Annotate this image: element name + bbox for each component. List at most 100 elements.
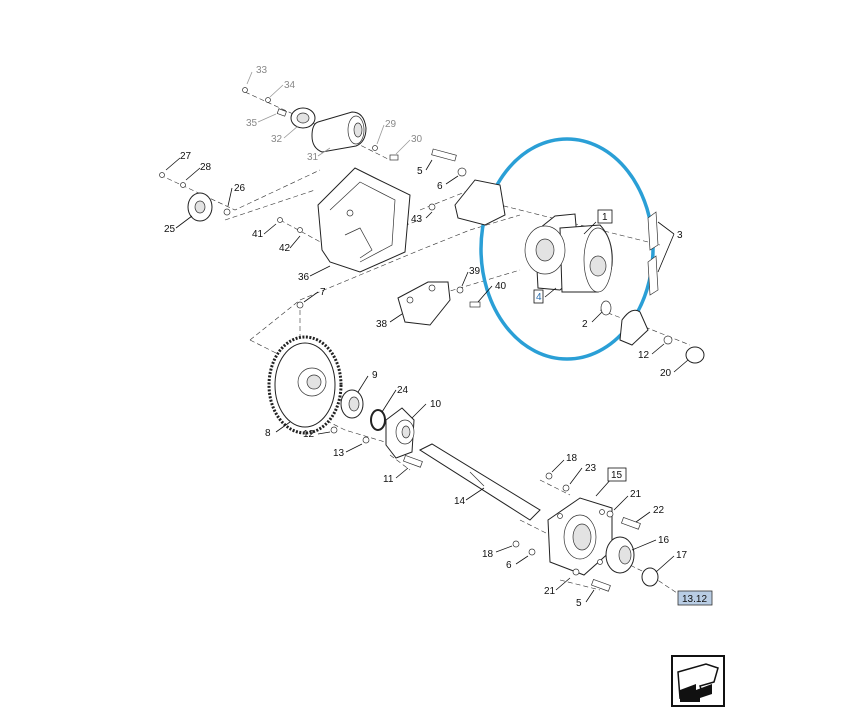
- part-3-plate-b[interactable]: [647, 255, 659, 296]
- label-3[interactable]: 3: [677, 230, 683, 241]
- label-38[interactable]: 38: [376, 319, 388, 330]
- label-35[interactable]: 35: [246, 118, 258, 129]
- label-41[interactable]: 41: [252, 229, 264, 240]
- label-1-box: [597, 209, 613, 224]
- part-43-pin[interactable]: [428, 203, 436, 211]
- label-43[interactable]: 43: [411, 214, 423, 225]
- part-38-bracket[interactable]: [397, 281, 451, 326]
- label-7[interactable]: 7: [320, 287, 326, 298]
- part-39-washer[interactable]: [456, 286, 464, 294]
- label-36[interactable]: 36: [298, 272, 310, 283]
- part-28-washer[interactable]: [180, 182, 186, 188]
- label-6-lower[interactable]: 6: [506, 560, 512, 571]
- label-23[interactable]: 23: [585, 463, 597, 474]
- label-5-upper[interactable]: 5: [417, 166, 423, 177]
- part-12-washer-right[interactable]: [663, 335, 673, 345]
- part-7-pin[interactable]: [296, 301, 304, 309]
- part-10-housing[interactable]: [385, 407, 415, 459]
- part-33-pin[interactable]: [242, 87, 248, 93]
- part-11-bolt[interactable]: [403, 454, 423, 468]
- reference-tag-box: [677, 590, 713, 606]
- label-8[interactable]: 8: [265, 428, 271, 439]
- label-33[interactable]: 33: [256, 65, 268, 76]
- label-6-upper[interactable]: 6: [437, 181, 443, 192]
- part-34-washer[interactable]: [265, 97, 271, 103]
- part-5-bolt-upper[interactable]: [431, 148, 457, 162]
- part-35-screw[interactable]: [276, 108, 287, 117]
- label-15[interactable]: 15: [611, 470, 623, 481]
- part-22-bolt[interactable]: [621, 516, 641, 530]
- part-13-washer[interactable]: [362, 436, 370, 444]
- part-18-pin-lower[interactable]: [512, 540, 520, 548]
- label-5-lower[interactable]: 5: [576, 598, 582, 609]
- label-20[interactable]: 20: [660, 368, 672, 379]
- part-2-washer[interactable]: [600, 300, 612, 316]
- label-17[interactable]: 17: [676, 550, 688, 561]
- part-32-flange[interactable]: [290, 107, 316, 129]
- page-arrow-icon[interactable]: [671, 655, 725, 707]
- bracket-upper[interactable]: [454, 179, 506, 226]
- part-12-washer-left[interactable]: [330, 426, 338, 434]
- part-6-nut-lower[interactable]: [528, 548, 536, 556]
- label-18-upper[interactable]: 18: [566, 453, 578, 464]
- leader-lines: [165, 71, 689, 603]
- label-13[interactable]: 13: [333, 448, 345, 459]
- label-21-upper[interactable]: 21: [630, 489, 642, 500]
- label-25[interactable]: 25: [164, 224, 176, 235]
- label-2[interactable]: 2: [582, 319, 588, 330]
- part-15-flange-plate[interactable]: [547, 497, 613, 576]
- label-11[interactable]: 11: [383, 474, 394, 485]
- part-26-bolt[interactable]: [223, 208, 231, 216]
- label-39[interactable]: 39: [469, 266, 481, 277]
- part-30-screw[interactable]: [389, 154, 399, 161]
- part-21-washer-lower[interactable]: [572, 568, 580, 576]
- label-15-box: [607, 467, 627, 482]
- label-18-lower[interactable]: 18: [482, 549, 494, 560]
- label-24[interactable]: 24: [397, 385, 409, 396]
- part-23-washer[interactable]: [562, 484, 570, 492]
- label-29[interactable]: 29: [385, 119, 397, 130]
- label-34[interactable]: 34: [284, 80, 296, 91]
- label-30[interactable]: 30: [411, 134, 423, 145]
- label-14[interactable]: 14: [454, 496, 466, 507]
- part-5-bolt-lower[interactable]: [591, 578, 611, 592]
- part-29-pin[interactable]: [372, 145, 378, 151]
- reference-tag[interactable]: 13.12: [682, 594, 707, 605]
- part-17-cap[interactable]: [641, 567, 659, 587]
- label-42[interactable]: 42: [279, 243, 291, 254]
- label-31[interactable]: 31: [307, 152, 319, 163]
- part-20-cap[interactable]: [685, 346, 705, 364]
- label-10[interactable]: 10: [430, 399, 442, 410]
- part-36-cover[interactable]: [317, 167, 411, 273]
- label-16[interactable]: 16: [658, 535, 670, 546]
- label-21-lower[interactable]: 21: [544, 586, 556, 597]
- label-22[interactable]: 22: [653, 505, 665, 516]
- label-28[interactable]: 28: [200, 162, 212, 173]
- part-3-plate-a[interactable]: [647, 211, 659, 251]
- label-27[interactable]: 27: [180, 151, 192, 162]
- part-8-gear[interactable]: [267, 335, 343, 435]
- label-12-left[interactable]: 12: [303, 429, 315, 440]
- part-1-starter-motor[interactable]: [524, 213, 613, 293]
- part-42-washer[interactable]: [297, 227, 303, 233]
- part-24-circlip[interactable]: [370, 409, 386, 431]
- part-6-nut-upper[interactable]: [457, 167, 467, 177]
- part-27-pin[interactable]: [159, 172, 165, 178]
- label-4[interactable]: 4: [536, 292, 542, 303]
- bracket-lower[interactable]: [619, 309, 649, 346]
- label-32[interactable]: 32: [271, 134, 283, 145]
- part-9-bearing[interactable]: [340, 389, 364, 419]
- part-25-disk[interactable]: [187, 192, 213, 222]
- part-14-shaft[interactable]: [418, 443, 541, 521]
- label-12-right[interactable]: 12: [638, 350, 650, 361]
- label-9[interactable]: 9: [372, 370, 378, 381]
- label-26[interactable]: 26: [234, 183, 246, 194]
- part-41-pin[interactable]: [277, 217, 283, 223]
- label-1[interactable]: 1: [602, 212, 608, 223]
- part-31-motor[interactable]: [311, 111, 367, 153]
- part-40-bolt[interactable]: [469, 301, 481, 308]
- part-18-pin-upper[interactable]: [545, 472, 553, 480]
- part-21-washer-upper[interactable]: [606, 510, 614, 518]
- label-40[interactable]: 40: [495, 281, 507, 292]
- part-16-bearing[interactable]: [605, 536, 635, 574]
